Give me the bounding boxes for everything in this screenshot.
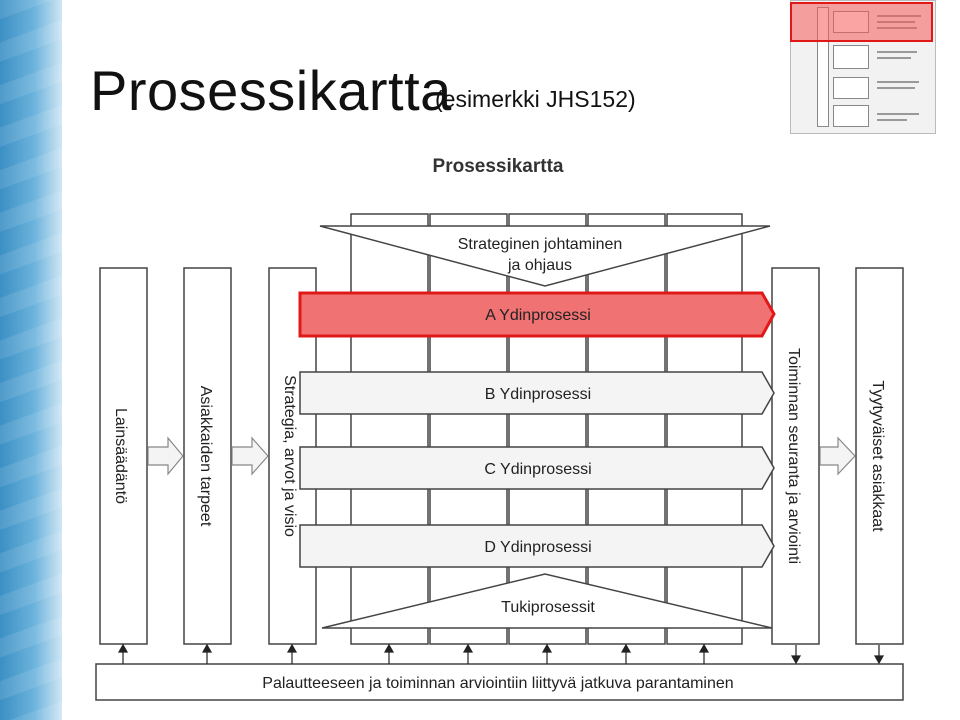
- thumbnail-box: [833, 105, 869, 127]
- process-arrow-c: [299, 446, 775, 490]
- continuous-improvement-bar: [95, 663, 904, 701]
- background-columns: [350, 213, 743, 645]
- diagram-heading: Prosessikartta: [433, 156, 564, 177]
- process-arrow-b: [299, 371, 775, 415]
- connector-arrow: [819, 436, 856, 476]
- slide-subtitle: (esimerkki JHS152): [435, 86, 636, 112]
- continuous-improvement-label: Palautteeseen ja toiminnan arviointiin l…: [262, 675, 733, 692]
- column-legislation: [99, 267, 148, 645]
- column-label-monitoring: Toiminnan seuranta ja arviointi: [785, 348, 802, 564]
- strategic-label-1: Strateginen johtaminen: [458, 236, 623, 253]
- connector-arrow: [231, 436, 269, 476]
- thumbnail-highlight: [790, 2, 933, 42]
- process-label-d: D Ydinprosessi: [484, 539, 591, 556]
- column-label-customer-needs: Asiakkaiden tarpeet: [197, 386, 214, 527]
- strategic-label-2: ja ohjaus: [507, 257, 572, 274]
- process-label-a: A Ydinprosessi: [485, 307, 591, 324]
- slide-side-decoration: [0, 0, 62, 720]
- strategic-management-arrow: [319, 225, 771, 287]
- process-arrow-a: [298, 291, 776, 338]
- column-satisfied-customers: [855, 267, 904, 645]
- column-label-strategy: Strategia, arvot ja visio: [281, 375, 298, 537]
- process-label-c: C Ydinprosessi: [484, 461, 591, 478]
- column-label-satisfied-customers: Tyytyväiset asiakkaat: [869, 380, 886, 532]
- slide-title: Prosessikartta: [90, 59, 452, 122]
- feedback-arrows: [117, 643, 885, 665]
- thumbnail-box: [833, 45, 869, 69]
- column-customer-needs: [183, 267, 232, 645]
- support-processes-wedge: [321, 573, 773, 629]
- thumbnail-box: [833, 77, 869, 99]
- process-arrow-d: [299, 524, 775, 568]
- column-monitoring: [771, 267, 820, 645]
- support-processes-label: Tukiprosessit: [501, 599, 595, 616]
- process-label-b: B Ydinprosessi: [485, 386, 591, 403]
- connector-arrow: [147, 436, 184, 476]
- column-label-legislation: Lainsäädäntö: [112, 408, 129, 504]
